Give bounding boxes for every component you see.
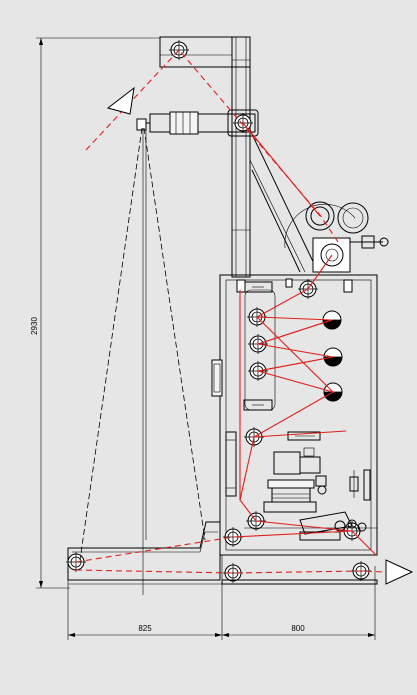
output-direction-arrow <box>385 559 414 585</box>
right-width-dimension-label: 800 <box>291 624 305 633</box>
upper-arm <box>136 109 259 137</box>
diagonal-brace <box>249 129 319 273</box>
base-frame <box>67 521 378 585</box>
left-width-dimension-label: 825 <box>138 624 152 633</box>
balloon-cone <box>79 127 206 595</box>
winding-head <box>284 201 389 273</box>
drive-mechanism <box>244 447 378 541</box>
top-arm <box>159 36 251 68</box>
feed-direction-arrow <box>106 86 135 115</box>
corner-fittings <box>236 278 353 293</box>
main-cabinet <box>211 274 378 556</box>
upright-column <box>231 36 251 278</box>
threadline <box>75 49 386 574</box>
height-dimension-label: 2930 <box>30 317 39 335</box>
